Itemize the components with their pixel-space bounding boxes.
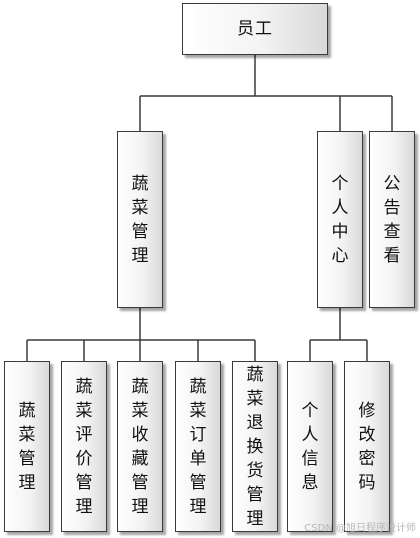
- node-veg-child-4: 蔬菜订单管理: [175, 361, 221, 532]
- node-personal-center: 个人中心: [317, 131, 363, 308]
- node-veg-child-3: 蔬菜收藏管理: [117, 361, 163, 532]
- node-veg-child-4-label: 蔬菜订单管理: [189, 376, 207, 517]
- node-veg-child-1-label: 蔬菜管理: [18, 400, 36, 493]
- node-root: 员工: [182, 3, 328, 55]
- node-personal-child-1-label: 个人信息: [301, 400, 319, 493]
- node-personal-child-1: 个人信息: [287, 361, 333, 532]
- node-personal-child-2-label: 修改密码: [358, 400, 376, 493]
- node-veg-child-1: 蔬菜管理: [4, 361, 50, 532]
- node-veg-child-2: 蔬菜评价管理: [61, 361, 107, 532]
- node-veg-child-3-label: 蔬菜收藏管理: [131, 376, 149, 517]
- node-veg-child-2-label: 蔬菜评价管理: [75, 376, 93, 517]
- node-notice-view: 公告查看: [369, 131, 415, 308]
- node-personal-child-2: 修改密码: [344, 361, 390, 532]
- node-veg-child-5: 蔬菜退换货管理: [232, 361, 278, 532]
- node-root-label: 员工: [237, 19, 273, 39]
- watermark: CSDN @旭日程序设计师: [304, 523, 416, 534]
- node-veg-child-5-label: 蔬菜退换货管理: [246, 364, 264, 529]
- node-personal-center-label: 个人中心: [331, 173, 349, 266]
- node-vegetable-management: 蔬菜管理: [117, 131, 163, 308]
- node-notice-view-label: 公告查看: [383, 173, 401, 266]
- node-vegetable-management-label: 蔬菜管理: [131, 173, 149, 266]
